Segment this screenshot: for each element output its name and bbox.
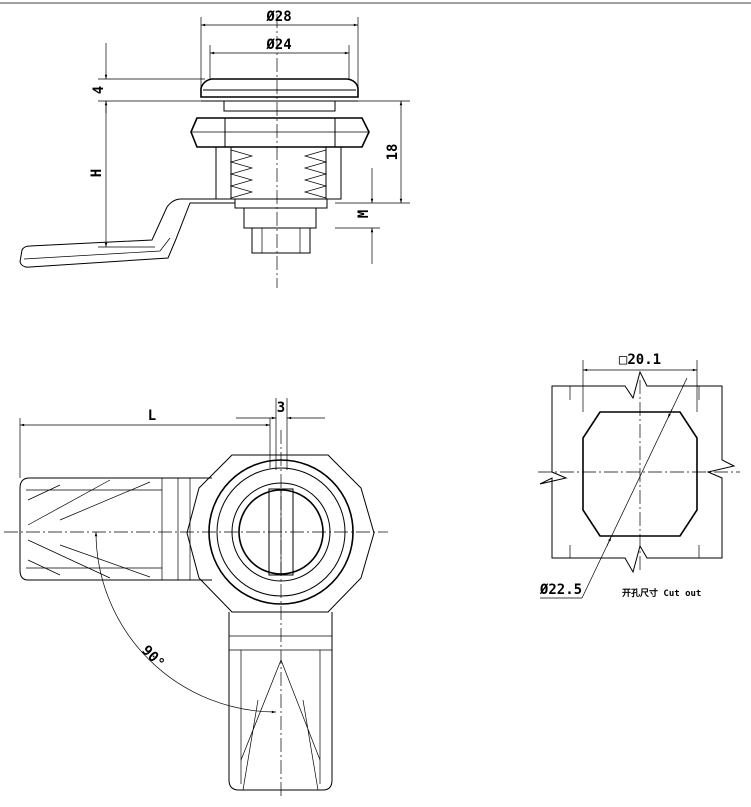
lever-arm-side	[19, 198, 235, 268]
lever-v-bevel	[240, 650, 321, 784]
dim-lever-length: L	[148, 408, 156, 424]
screw-head	[251, 227, 311, 254]
dim-body-length: 18	[385, 144, 401, 161]
dim-cutout-width: □20.1	[619, 352, 661, 368]
thread-teeth-left	[229, 149, 254, 199]
dim-inner-diameter: Ø24	[265, 37, 291, 53]
lever-horizontal	[19, 477, 212, 581]
arrow-cutout-upper	[667, 408, 673, 419]
cutout-panel-outline	[539, 370, 736, 574]
dim-outer-diameter: Ø28	[265, 9, 291, 25]
hex-housing	[186, 454, 375, 613]
arrow-cutout-lower	[606, 536, 612, 547]
lever-v-stripes	[240, 659, 321, 791]
lever-arm-inner	[23, 237, 171, 260]
cutout-shape	[582, 411, 698, 537]
thread-teeth-right	[303, 149, 328, 199]
hex-nut	[190, 117, 370, 148]
side-view: Ø28 Ø24 4 H 18 M	[19, 9, 410, 288]
cutout-view: □20.1 Ø22.5 开孔尺寸 Cut out	[538, 352, 740, 599]
lever-vertical	[228, 612, 333, 791]
cutout-note: 开孔尺寸 Cut out	[622, 587, 701, 599]
cutout-break-marks	[569, 386, 700, 558]
washer	[223, 100, 336, 112]
lever-h-stripes	[27, 479, 151, 579]
flange-cap	[200, 78, 359, 98]
dim-rotation-angle: 90°	[138, 643, 167, 672]
dim-cutout-diameter: Ø22.5	[539, 582, 582, 598]
lever-mount	[234, 198, 328, 209]
dim-height: H	[89, 169, 105, 177]
dim-flange-height: 4	[91, 86, 107, 94]
lever-h-bevel-top	[26, 489, 162, 569]
lower-nut	[243, 207, 317, 229]
dim-slot-width: 3	[277, 400, 285, 416]
rotation-arc	[94, 531, 277, 714]
rear-view: L 3 90°	[4, 398, 388, 798]
dim-nut-height: M	[356, 210, 372, 218]
